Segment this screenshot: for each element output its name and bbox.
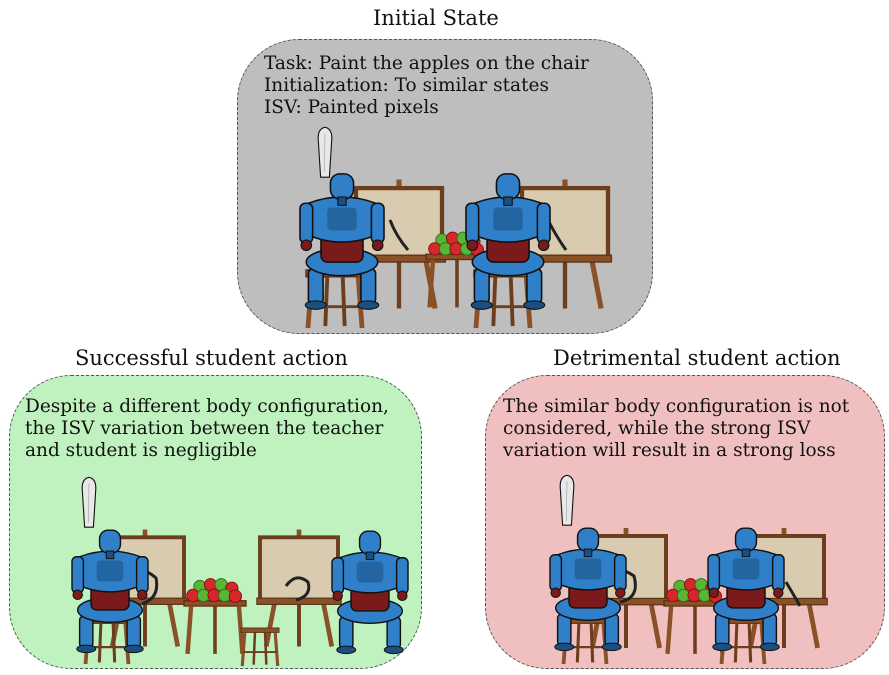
detrimental-action-panel: The similar body configuration is not co… xyxy=(485,375,885,669)
initial-state-panel: Task: Paint the apples on the chair Init… xyxy=(237,39,653,334)
successful-action-title: Successful student action xyxy=(75,346,348,370)
caption-line: the ISV variation between the teacher xyxy=(25,418,384,439)
stool-icon xyxy=(239,626,281,668)
detrimental-action-caption: The similar body configuration is not co… xyxy=(503,396,849,462)
caption-line: Despite a different body configuration, xyxy=(25,396,389,417)
chef-hat-icon xyxy=(81,476,97,528)
paint-stroke-icon xyxy=(388,219,410,251)
chef-hat-icon xyxy=(317,126,333,178)
successful-action-caption: Despite a different body configuration, … xyxy=(25,396,389,462)
caption-line: considered, while the strong ISV xyxy=(503,418,811,439)
caption-line: and student is negligible xyxy=(25,440,257,461)
initial-state-title: Initial State xyxy=(373,6,499,30)
apples-table-icon xyxy=(184,579,246,654)
paint-stroke-icon xyxy=(284,576,311,602)
detrimental-scene-illustration xyxy=(549,474,886,670)
initial-scene-illustration xyxy=(299,126,654,335)
paint-stroke-icon xyxy=(784,581,802,607)
successful-action-panel: Despite a different body configuration, … xyxy=(9,375,422,669)
caption-line: variation will result in a strong loss xyxy=(503,440,836,461)
detrimental-action-title: Detrimental student action xyxy=(553,346,841,370)
robot-student-icon xyxy=(331,530,409,655)
successful-scene-illustration xyxy=(71,476,409,668)
caption-line: Initialization: To similar states xyxy=(264,75,549,96)
caption-line: ISV: Painted pixels xyxy=(264,97,439,118)
chef-hat-icon xyxy=(559,474,575,526)
initial-state-caption: Task: Paint the apples on the chair Init… xyxy=(264,53,589,119)
caption-line: Task: Paint the apples on the chair xyxy=(264,53,589,74)
caption-line: The similar body configuration is not xyxy=(503,396,850,417)
